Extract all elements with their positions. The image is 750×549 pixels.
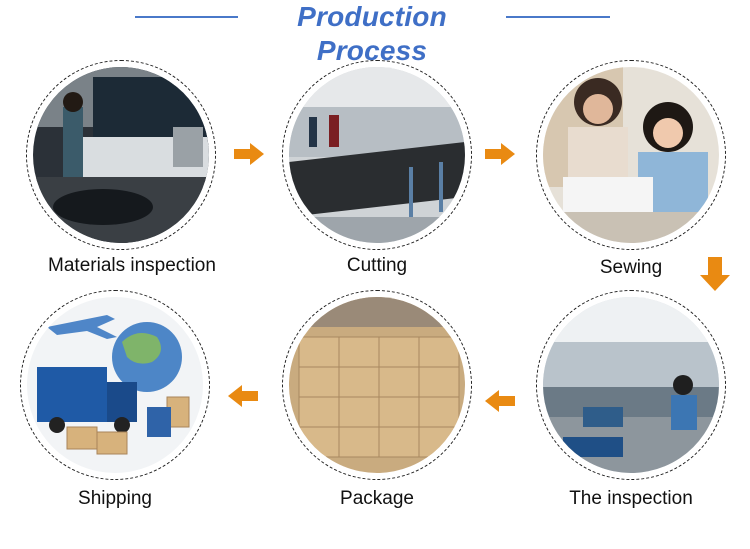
step-image-materials-inspection [26, 60, 216, 250]
step-label-sewing: Sewing [599, 257, 663, 278]
step-image-cutting [282, 60, 472, 250]
arrow-down-icon [700, 257, 730, 291]
title-line-left [135, 16, 238, 18]
arrow-left-icon [228, 385, 258, 407]
page-title: Production Process [297, 1, 447, 66]
arrow-right-icon [485, 143, 515, 165]
step-label-cutting: Cutting [346, 255, 408, 276]
step-label-the-inspection: The inspection [569, 488, 693, 509]
arrow-right-icon [234, 143, 264, 165]
step-label-shipping: Shipping [78, 488, 152, 509]
arrow-left-icon [485, 390, 515, 412]
step-label-materials-inspection: Materials inspection [48, 255, 216, 276]
step-image-package [282, 290, 472, 480]
step-image-the-inspection [536, 290, 726, 480]
title-line-right [506, 16, 610, 18]
title-header: Production Process [0, 0, 750, 66]
step-label-package: Package [340, 488, 414, 509]
step-image-shipping [20, 290, 210, 480]
fabric-inspection-photo [33, 67, 209, 243]
carton-stack-photo [289, 297, 465, 473]
shipping-logistics-photo [27, 297, 203, 473]
inspection-line-photo [543, 297, 719, 473]
cutting-workshop-photo [289, 67, 465, 243]
sewing-workers-photo [543, 67, 719, 243]
step-image-sewing [536, 60, 726, 250]
